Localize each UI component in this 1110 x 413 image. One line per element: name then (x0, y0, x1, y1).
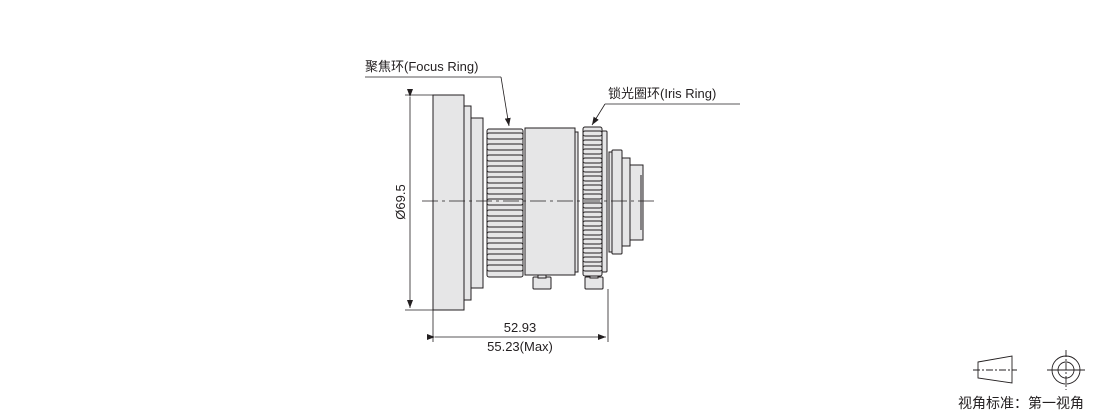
knurl-groove (486, 264, 524, 272)
lens-front-flange (432, 94, 484, 311)
lens-barrel (524, 127, 604, 290)
knurl-groove (486, 165, 524, 173)
diameter-label: Ø69.5 (393, 184, 408, 219)
focus-ring-leader (365, 76, 511, 127)
length-label: 52.93 (504, 320, 537, 335)
first-angle-projection-trapezoid-icon (973, 355, 1017, 384)
knurl-groove (486, 132, 524, 140)
lens-rear (608, 149, 644, 255)
focus-ring (486, 128, 524, 278)
knurl-groove (486, 209, 524, 217)
iris-ring-leader (591, 103, 740, 126)
knurl-groove (486, 242, 524, 250)
knurl-groove (486, 154, 524, 162)
first-angle-projection-circles-icon (1047, 350, 1085, 390)
knurl-groove (486, 198, 524, 206)
knurl-groove (486, 187, 524, 195)
diameter-dimension (405, 89, 433, 311)
knurl-groove (486, 143, 524, 151)
knurl-groove (486, 253, 524, 261)
length-max-label: 55.23(Max) (487, 339, 553, 354)
view-standard-label: 视角标准：第一视角 (958, 395, 1084, 411)
knurl-groove (486, 220, 524, 228)
iris-ring (582, 126, 608, 277)
focus-ring-callout: 聚焦环(Focus Ring) (365, 59, 478, 74)
knurl-groove (486, 176, 524, 184)
length-dimension (427, 289, 609, 342)
iris-ring-callout: 锁光圈环(Iris Ring) (608, 86, 716, 101)
knurl-groove (486, 231, 524, 239)
